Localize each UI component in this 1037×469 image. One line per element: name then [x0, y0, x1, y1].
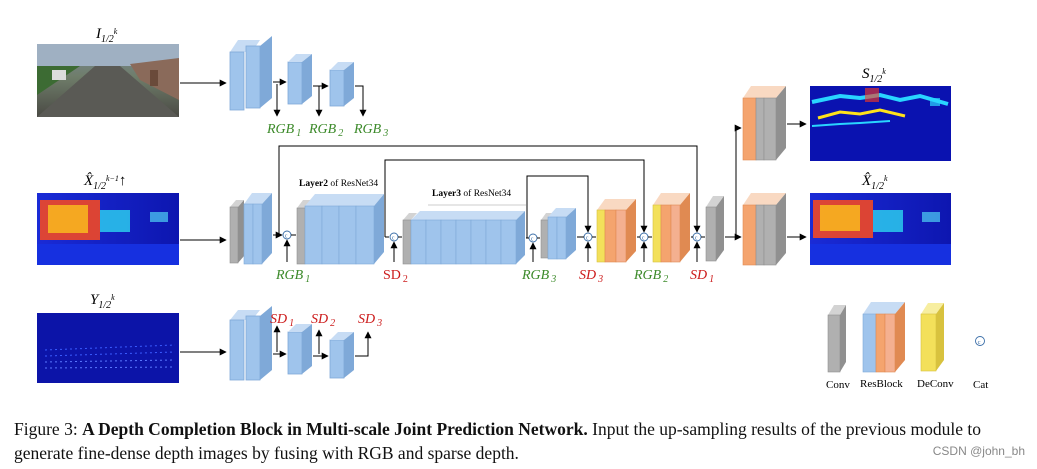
legend-resblock-icon	[862, 302, 905, 373]
main-resblock-in	[243, 193, 272, 265]
legend-cat-symbol: c	[978, 339, 981, 346]
layer2-title: Layer2 of ResNet34	[299, 178, 378, 189]
cat-node-6-symbol: c	[695, 235, 698, 241]
rgb-encoder-block-1	[229, 36, 272, 111]
watermark: CSDN @john_bh	[932, 444, 1025, 458]
rgb-encoder-block-3	[329, 62, 354, 107]
to-seg-head	[734, 124, 742, 237]
skip-layer2	[384, 159, 648, 237]
legend-conv-label: Conv	[826, 379, 850, 391]
layer3-title: Layer3 of ResNet34	[432, 188, 511, 199]
legend-cat-icon	[975, 336, 985, 346]
seg-output-label: S1/2k	[862, 66, 886, 85]
cat-node-1-symbol: c	[285, 233, 288, 239]
cat-node-5-symbol: c	[642, 235, 645, 241]
cat-node-2-symbol: c	[392, 235, 395, 241]
depth-output-image	[810, 193, 951, 265]
depth-output-label: X̂1/2k	[861, 173, 888, 192]
legend: Conv ResBlock DeConv c Cat	[826, 302, 988, 391]
caption-title: A Depth Completion Block in Multi-scale …	[82, 419, 588, 439]
sd-encoder-block-2	[287, 324, 312, 375]
cat-node-4-symbol: c	[586, 235, 589, 241]
previous-depth-image	[37, 193, 179, 265]
skip-layer3	[526, 175, 592, 238]
legend-cat-label: Cat	[973, 379, 988, 391]
depth-head-block	[742, 193, 786, 266]
cat-node-3-symbol: c	[531, 236, 534, 242]
post-cat3-resblock	[547, 208, 576, 260]
legend-deconv-label: DeConv	[917, 378, 954, 390]
seg-output-image	[810, 86, 951, 161]
skip-input	[278, 145, 701, 235]
caption-body: Input the up-sampling results of the pre…	[14, 419, 981, 463]
decoder-block-2	[652, 193, 690, 263]
sparse-depth-image	[37, 313, 179, 383]
rgb3-tap	[355, 85, 367, 117]
previous-depth-label: X̂1/2k−1↑	[83, 173, 126, 192]
layer3-resblocks	[410, 211, 525, 265]
legend-conv-icon	[827, 305, 846, 373]
sd-encoder-block-1	[229, 306, 272, 381]
final-conv	[705, 196, 724, 262]
sd3-tap	[355, 331, 372, 357]
rgb-encoder-block-2	[287, 54, 312, 105]
sparse-depth-label: Y1/2k	[90, 292, 115, 311]
rgb-input-label: I1/2k	[95, 26, 118, 45]
main-conv-in	[229, 200, 244, 264]
sd-encoder-block-3	[329, 332, 354, 379]
legend-deconv-icon	[920, 303, 944, 372]
caption-prefix: Figure 3:	[14, 419, 83, 439]
rgb-input-image	[37, 44, 179, 117]
decoder-block-1	[596, 199, 636, 263]
figure-caption: Figure 3: A Depth Completion Block in Mu…	[14, 417, 1029, 465]
seg-head-block	[742, 86, 786, 161]
layer2-resblocks	[304, 194, 384, 265]
legend-resblock-label: ResBlock	[860, 378, 903, 390]
